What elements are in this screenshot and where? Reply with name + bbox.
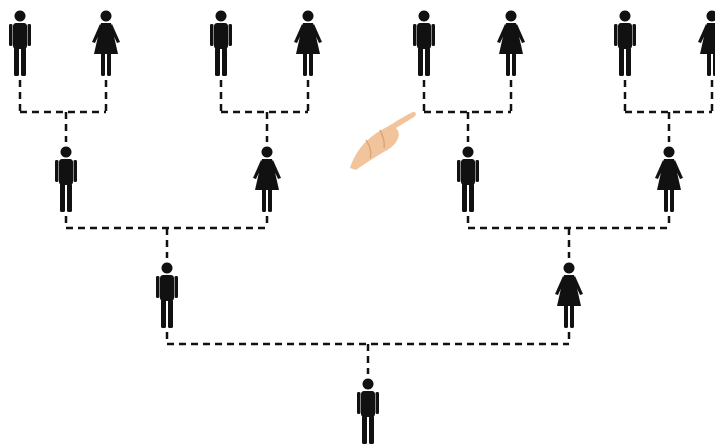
connector-bracket <box>165 332 571 374</box>
female-person-icon <box>555 262 583 328</box>
connector-bracket <box>466 216 671 258</box>
connector-bracket <box>64 216 269 258</box>
female-person-icon <box>294 10 322 76</box>
connector-bracket <box>623 80 714 142</box>
male-person-icon <box>413 10 435 76</box>
female-person-icon <box>92 10 120 76</box>
male-person-icon <box>457 146 479 212</box>
female-person-icon <box>497 10 525 76</box>
male-person-icon <box>357 378 379 444</box>
male-person-icon <box>210 10 232 76</box>
female-person-icon <box>253 146 281 212</box>
female-person-icon <box>655 146 683 212</box>
connector-bracket <box>422 80 513 142</box>
people-figures <box>9 10 715 444</box>
pointing-hand-icon <box>350 111 416 170</box>
connector-lines <box>18 80 714 374</box>
male-person-icon <box>55 146 77 212</box>
connector-bracket <box>219 80 310 142</box>
female-person-icon <box>698 10 715 76</box>
male-person-icon <box>156 262 178 328</box>
male-person-icon <box>614 10 636 76</box>
male-person-icon <box>9 10 31 76</box>
connector-bracket <box>18 80 108 142</box>
